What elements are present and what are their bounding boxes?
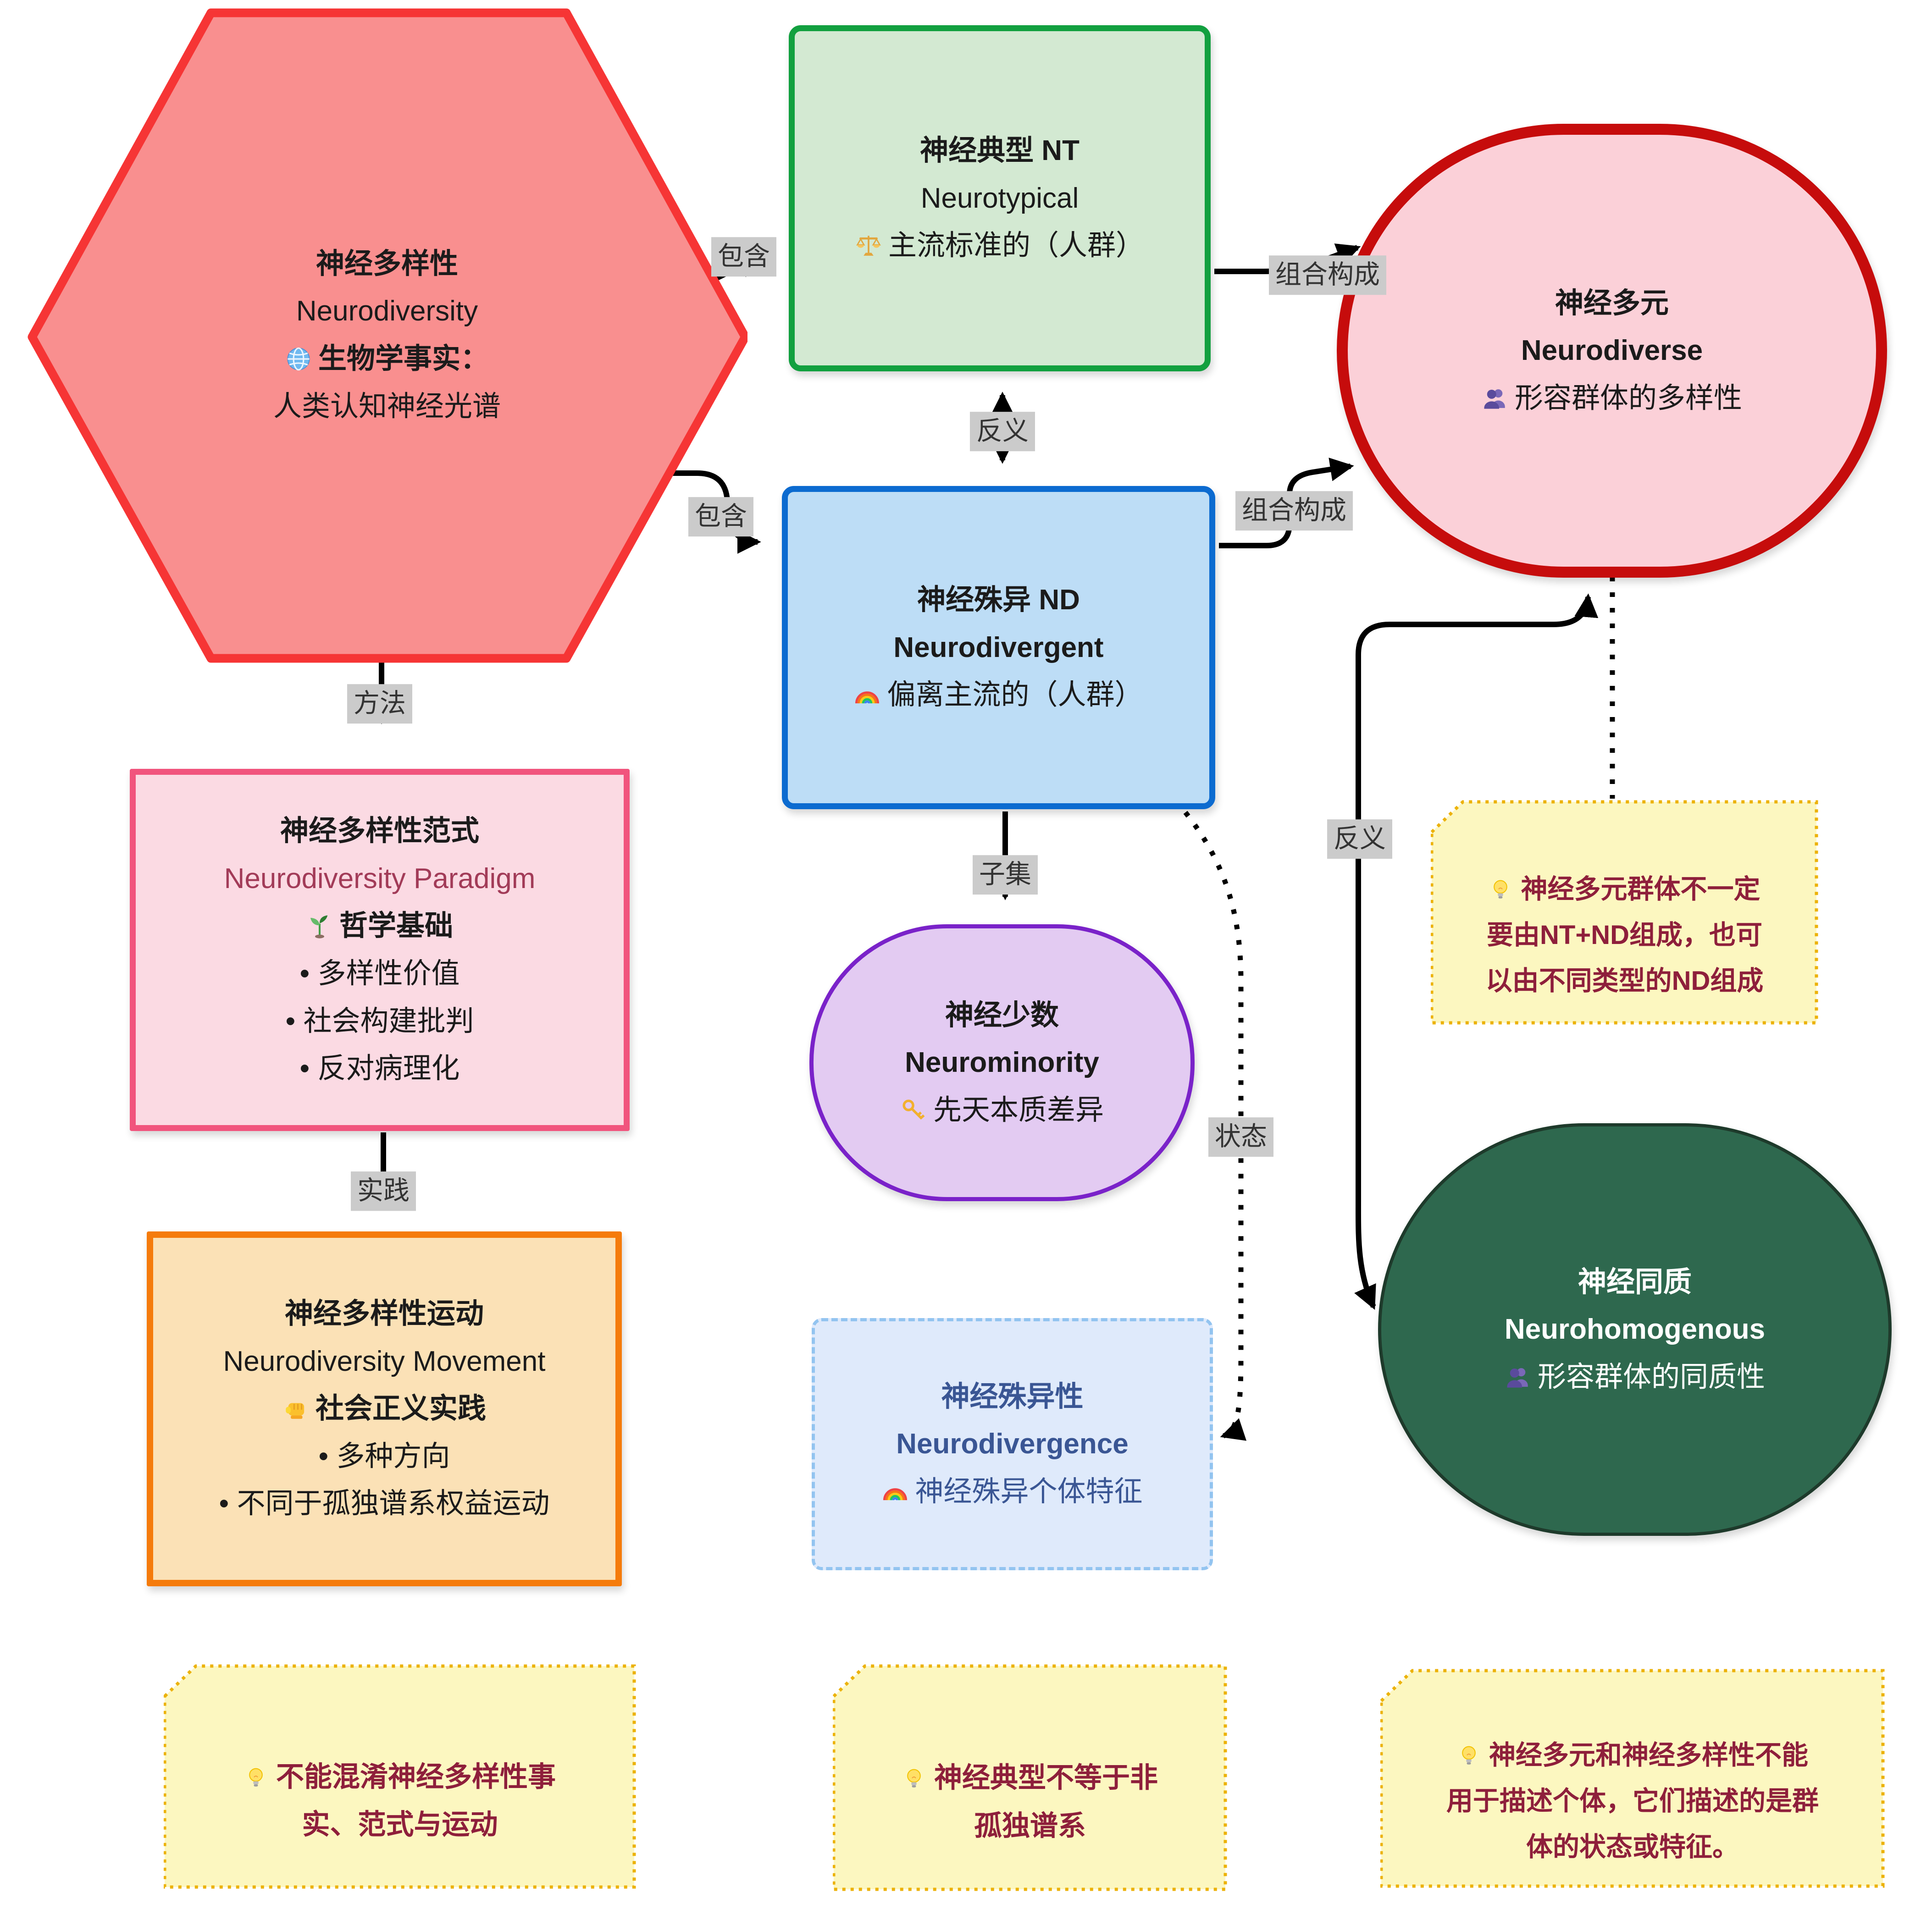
paradigm-bullet: • 社会构建批判	[285, 1005, 474, 1037]
globe-icon	[285, 346, 312, 372]
edge-label-state: 状态	[1208, 1117, 1273, 1157]
edge-label-antonym-1: 反义	[970, 412, 1035, 451]
note-group-composition-text: 神经多元群体不一定 要由NT+ND组成，也可 以由不同类型的ND组成	[1485, 874, 1764, 996]
edge-state	[1183, 811, 1247, 1441]
rainbow-icon	[882, 1479, 908, 1505]
neurodiversity-title: 神经多样性	[316, 248, 458, 280]
neurotypical-desc: 主流标准的（人群）	[888, 230, 1144, 262]
neurodiversity-en: Neurodiversity	[296, 295, 478, 327]
edge-label-practice: 实践	[351, 1171, 416, 1211]
edge-label-method: 方法	[347, 684, 412, 723]
neurominority-desc: 先天本质差异	[933, 1094, 1104, 1126]
neurodiversity-fact-label: 生物学事实：	[318, 343, 489, 375]
note-group-terms: 神经多元和神经多样性不能 用于描述个体，它们描述的是群 体的状态或特征。	[1380, 1669, 1885, 1888]
note-group-composition: 神经多元群体不一定 要由NT+ND组成，也可 以由不同类型的ND组成	[1431, 800, 1818, 1025]
neurodiverse-en: Neurodiverse	[1521, 335, 1703, 367]
node-neurominority: 神经少数 Neurominority 先天本质差异	[809, 924, 1195, 1201]
note-paper	[833, 1664, 1227, 1891]
node-neurodiversity: 神经多样性 Neurodiversity 生物学事实： 人类认知神经光谱	[27, 7, 747, 663]
key-icon	[900, 1097, 927, 1124]
node-neurohomogenous: 神经同质 Neurohomogenous 形容群体的同质性	[1378, 1123, 1892, 1536]
node-movement: 神经多样性运动 Neurodiversity Movement 社会正义实践 •…	[147, 1231, 622, 1586]
node-neurodiverse: 神经多元 Neurodiverse 形容群体的多样性	[1337, 124, 1887, 578]
hexagon-shape	[28, 8, 747, 663]
paradigm-basis: 哲学基础	[339, 910, 453, 942]
busts-icon	[1505, 1364, 1531, 1391]
node-neurodivergent: 神经殊异 ND Neurodivergent 偏离主流的（人群）	[782, 486, 1215, 809]
note-group-terms-text: 神经多元和神经多样性不能 用于描述个体，它们描述的是群 体的状态或特征。	[1446, 1740, 1819, 1862]
edge-label-subset: 子集	[973, 855, 1038, 894]
lightbulb-icon	[902, 1767, 926, 1791]
movement-bullet: • 多种方向	[318, 1440, 450, 1472]
fist-icon	[282, 1396, 309, 1422]
neurodivergent-desc: 偏离主流的（人群）	[887, 679, 1143, 711]
note-fact-paradigm-movement-text: 不能混淆神经多样性事 实、范式与运动	[276, 1760, 556, 1840]
neurominority-title: 神经少数	[945, 999, 1059, 1031]
neurohomogenous-en: Neurohomogenous	[1504, 1313, 1766, 1346]
seedling-icon	[306, 913, 333, 939]
movement-bullet: • 不同于孤独谱系权益运动	[219, 1488, 550, 1520]
edge-label-contain-nt: 包含	[711, 237, 776, 276]
edge-label-antonym-2: 反义	[1327, 819, 1392, 859]
busts-icon	[1482, 385, 1508, 412]
note-paper	[1380, 1669, 1885, 1888]
lightbulb-icon	[1457, 1744, 1481, 1768]
neurodivergence-en: Neurodivergence	[896, 1428, 1129, 1460]
movement-en: Neurodiversity Movement	[223, 1345, 546, 1377]
balance-scale-icon	[855, 232, 882, 259]
neurodivergent-title: 神经殊异 ND	[917, 584, 1080, 616]
movement-practice: 社会正义实践	[315, 1393, 486, 1425]
edge-antonym-diverse-homogenous	[1354, 593, 1599, 1310]
neurodivergent-en: Neurodivergent	[893, 631, 1104, 663]
neurohomogenous-desc: 形容群体的同质性	[1537, 1361, 1765, 1393]
note-nt-autism-text: 神经典型不等于非 孤独谱系	[934, 1762, 1158, 1841]
note-fact-paradigm-movement: 不能混淆神经多样性事 实、范式与运动	[164, 1664, 636, 1889]
note-nt-autism: 神经典型不等于非 孤独谱系	[833, 1664, 1227, 1891]
paradigm-bullet: • 反对病理化	[299, 1053, 460, 1085]
edge-label-compose-2: 组合构成	[1235, 491, 1353, 530]
neurodivergence-desc: 神经殊异个体特征	[915, 1475, 1143, 1507]
note-paper	[164, 1664, 636, 1889]
lightbulb-icon	[1489, 878, 1512, 902]
neurominority-en: Neurominority	[905, 1047, 1099, 1079]
rainbow-icon	[854, 682, 880, 708]
neurodivergence-title: 神经殊异性	[941, 1380, 1084, 1413]
neurodiverse-desc: 形容群体的多样性	[1514, 382, 1742, 414]
neurotypical-en: Neurotypical	[920, 182, 1079, 214]
neurohomogenous-title: 神经同质	[1578, 1266, 1692, 1298]
node-neurodivergence: 神经殊异性 Neurodivergence 神经殊异个体特征	[812, 1318, 1213, 1570]
node-paradigm: 神经多样性范式 Neurodiversity Paradigm 哲学基础 • 多…	[130, 769, 630, 1131]
lightbulb-icon	[244, 1766, 268, 1790]
paradigm-bullet: • 多样性价值	[299, 958, 460, 989]
edge-label-compose-1: 组合构成	[1269, 255, 1386, 295]
movement-title: 神经多样性运动	[284, 1298, 484, 1330]
neurodiverse-title: 神经多元	[1555, 287, 1669, 319]
edge-label-contain-nd: 包含	[688, 497, 753, 536]
paradigm-title: 神经多样性范式	[280, 815, 479, 847]
node-neurotypical: 神经典型 NT Neurotypical 主流标准的（人群）	[789, 25, 1211, 371]
neurodiversity-fact-detail: 人类认知神经光谱	[273, 390, 501, 422]
paradigm-en: Neurodiversity Paradigm	[224, 862, 536, 894]
neurotypical-title: 神经典型 NT	[920, 135, 1079, 167]
